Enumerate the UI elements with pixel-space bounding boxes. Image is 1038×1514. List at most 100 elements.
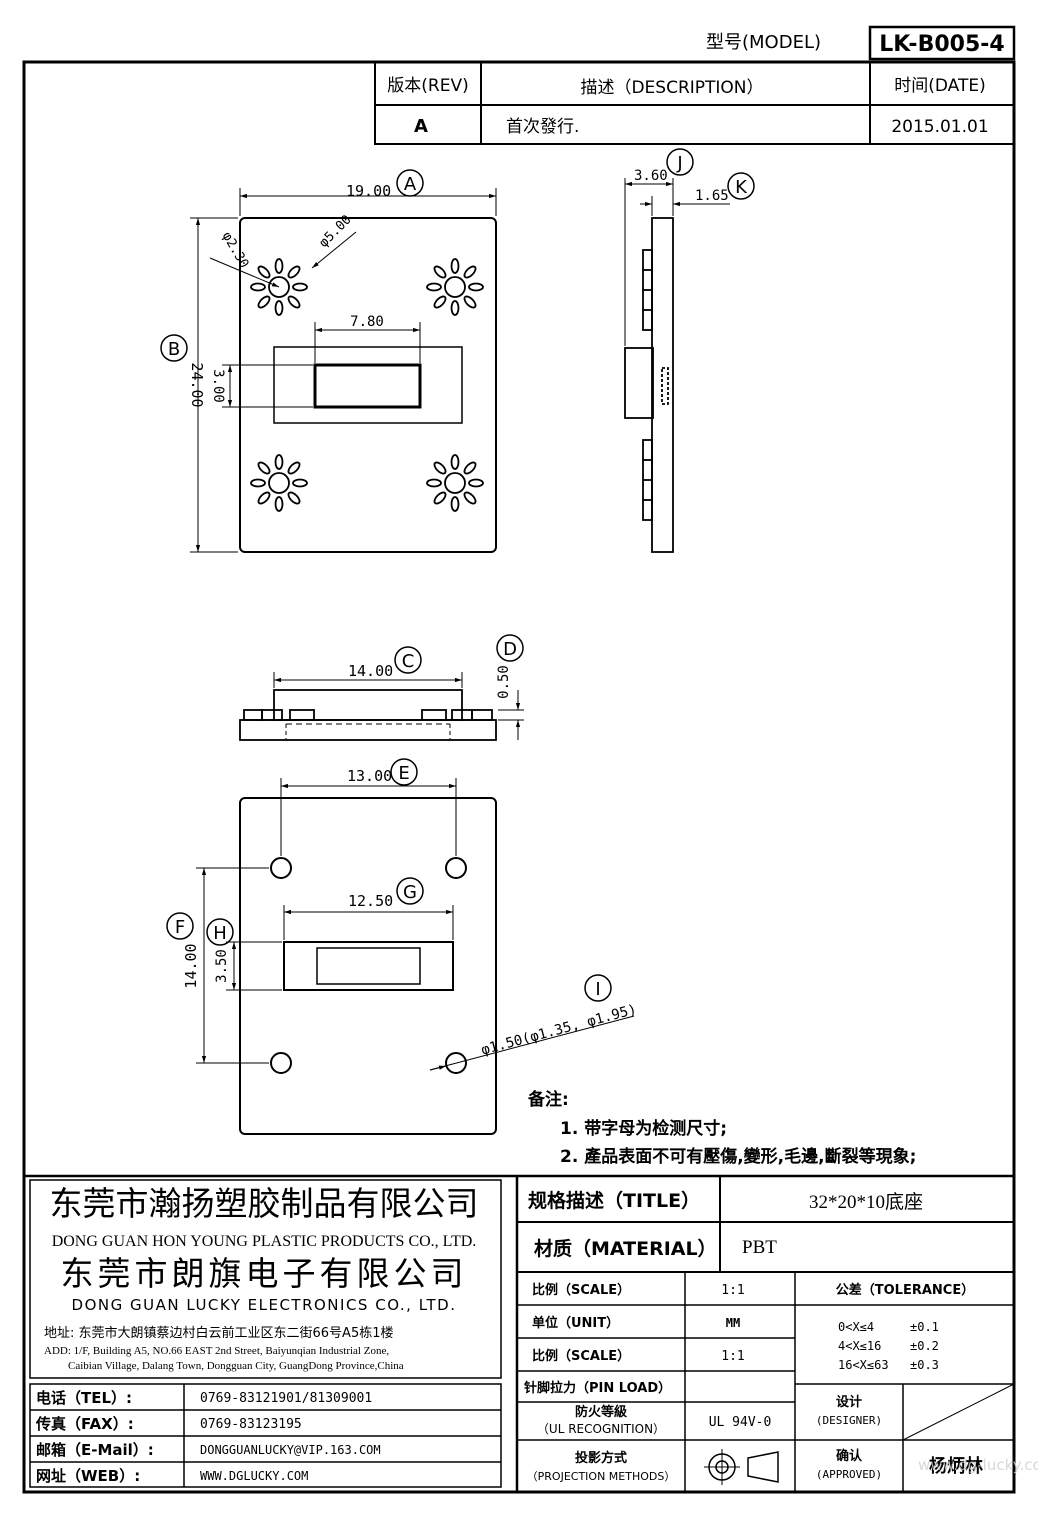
unit-value: MM xyxy=(726,1316,740,1330)
contact-email-label: 邮箱（E-Mail）: xyxy=(36,1441,154,1459)
dim-slot-w: 7.80 xyxy=(350,314,384,330)
balloon-j xyxy=(666,148,694,176)
balloon-j-label: J xyxy=(676,153,682,174)
contact-email-value: DONGGUANLUCKY@VIP.163.COM xyxy=(200,1443,381,1457)
company-name-cn-1: 东莞市瀚扬塑胶制品有限公司 xyxy=(50,1184,479,1223)
ul-value: UL 94V-0 xyxy=(709,1415,772,1430)
front-view xyxy=(239,689,497,741)
pinload-label: 针脚拉力（PIN LOAD） xyxy=(523,1380,671,1396)
scale2-label: 比例（SCALE） xyxy=(532,1348,630,1364)
company-addr-cn: 地址: 东莞市大朗镇蔡边村白云前工业区东二街66号A5栋1楼 xyxy=(44,1325,394,1341)
contact-web-label: 网址（WEB）: xyxy=(36,1467,140,1485)
dim-pin-hole: φ1.50(φ1.35, φ1.95) xyxy=(480,1002,639,1059)
dim-slot-h: 3.00 xyxy=(210,369,226,403)
designer-label-1: 设计 xyxy=(836,1394,862,1410)
front-view-dims xyxy=(273,672,524,740)
desc-header: 描述（DESCRIPTION） xyxy=(580,78,763,98)
proj-label-1: 投影方式 xyxy=(575,1450,627,1466)
tol-3-val: ±0.3 xyxy=(910,1358,939,1372)
model-box xyxy=(868,25,1016,61)
company-addr-en-1: ADD: 1/F, Building A5, NO.66 EAST 2nd St… xyxy=(44,1345,389,1357)
balloon-c-label: C xyxy=(402,651,415,672)
title-label: 规格描述（TITLE） xyxy=(528,1189,700,1212)
material-value: PBT xyxy=(742,1237,777,1258)
scale-label: 比例（SCALE） xyxy=(532,1282,630,1298)
rev-header: 版本(REV) xyxy=(387,76,468,96)
balloon-a-label: A xyxy=(404,174,417,195)
contact-web-value: WWW.DGLUCKY.COM xyxy=(200,1469,308,1483)
ul-label-1: 防火等級 xyxy=(575,1404,627,1420)
notes-line2: 2. 產品表面不可有壓傷,變形,毛邊,斷裂等現象; xyxy=(560,1146,916,1167)
dim-hole-small: φ2.30 xyxy=(219,230,252,271)
date-value: 2015.01.01 xyxy=(891,117,988,137)
contact-fax-label: 传真（FAX）: xyxy=(35,1415,134,1433)
tol-3-range: 16<X≤63 xyxy=(838,1358,889,1372)
desc-value: 首次發行. xyxy=(506,117,579,137)
dim-slot2-w: 12.50 xyxy=(348,892,393,910)
material-label: 材质（MATERIAL） xyxy=(534,1237,717,1260)
balloon-b-label: B xyxy=(168,339,180,360)
dim-front-w: 14.00 xyxy=(348,662,393,680)
balloon-h-label: H xyxy=(213,923,227,944)
tol-2-val: ±0.2 xyxy=(910,1339,939,1353)
projection-symbol-icon xyxy=(704,1449,779,1485)
date-header: 时间(DATE) xyxy=(894,76,986,96)
vent-hole-pattern xyxy=(250,258,308,316)
top-view xyxy=(239,217,497,553)
balloon-a xyxy=(396,169,424,197)
balloon-i-label: I xyxy=(595,979,600,1000)
unit-label: 单位（UNIT） xyxy=(532,1315,619,1331)
balloon-k xyxy=(727,172,755,200)
dim-side-plate: 1.65 xyxy=(695,188,729,204)
company-addr-en-2: Caibian Village, Dalang Town, Dongguan C… xyxy=(68,1360,404,1372)
top-view-dims xyxy=(190,188,497,553)
title-value: 32*20*10底座 xyxy=(809,1191,923,1213)
dim-slot2-h: 3.50 xyxy=(214,949,230,983)
contact-fax-value: 0769-83123195 xyxy=(200,1417,302,1432)
scale-value: 1:1 xyxy=(721,1283,744,1298)
bottom-view xyxy=(239,797,497,1135)
dim-pitch-x: 13.00 xyxy=(347,767,392,785)
balloon-h xyxy=(206,918,234,946)
notes-line1: 1. 带字母为检测尺寸; xyxy=(560,1118,727,1139)
notes-title: 备注: xyxy=(527,1089,569,1110)
watermark: www.dg-lucky.com xyxy=(918,1456,1038,1474)
dim-height: 24.00 xyxy=(188,362,206,407)
contact-tel-label: 电话（TEL）: xyxy=(36,1389,132,1407)
balloon-g-label: G xyxy=(403,882,417,903)
scale2-value: 1:1 xyxy=(721,1349,744,1364)
balloon-f-label: F xyxy=(175,917,185,938)
rev-value: A xyxy=(414,116,428,137)
balloon-g xyxy=(396,877,424,905)
side-view-dims xyxy=(624,178,730,346)
balloon-e-label: E xyxy=(398,763,409,784)
designer-label-2: (DESIGNER) xyxy=(816,1414,882,1427)
tol-2-range: 4<X≤16 xyxy=(838,1339,881,1353)
balloon-i xyxy=(584,974,612,1002)
proj-label-2: （PROJECTION METHODS） xyxy=(527,1470,676,1483)
dim-pitch-y: 14.00 xyxy=(182,943,200,988)
tol-1-range: 0<X≤4 xyxy=(838,1320,874,1334)
balloon-c xyxy=(394,646,422,674)
bottom-view-dims xyxy=(196,778,635,1071)
balloon-d xyxy=(496,634,524,662)
ul-label-2: （UL RECOGNITION） xyxy=(537,1422,665,1436)
company-name-en-2: DONG GUAN LUCKY ELECTRONICS CO., LTD. xyxy=(72,1296,457,1314)
dim-side-total: 3.60 xyxy=(634,168,668,184)
approved-label-1: 确认 xyxy=(836,1448,863,1464)
dim-front-h: 0.50 xyxy=(496,665,512,699)
balloon-k-label: K xyxy=(735,177,748,198)
company-name-en-1: DONG GUAN HON YOUNG PLASTIC PRODUCTS CO.… xyxy=(52,1233,477,1250)
balloon-b xyxy=(160,334,188,362)
approver-name: 杨炳林 xyxy=(929,1455,983,1477)
dim-width: 19.00 xyxy=(346,182,391,200)
balloon-d-label: D xyxy=(503,639,517,660)
balloon-e xyxy=(390,758,418,786)
title-block-lines xyxy=(24,1174,1015,1492)
revision-table xyxy=(374,61,1015,145)
approved-label-2: (APPROVED) xyxy=(816,1468,882,1481)
tol-1-val: ±0.1 xyxy=(910,1320,939,1334)
model-label: 型号(MODEL) xyxy=(706,32,821,53)
balloon-f xyxy=(166,912,194,940)
